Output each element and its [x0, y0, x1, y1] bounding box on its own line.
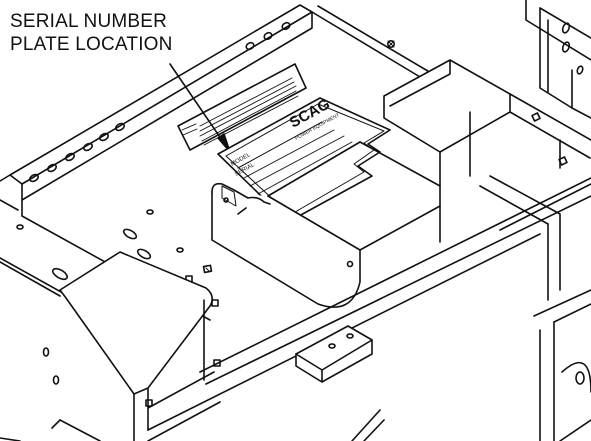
- bottom-left-parts: [0, 409, 385, 441]
- serial-number-callout: SERIAL NUMBER PLATE LOCATION: [10, 10, 173, 56]
- center-channel: [383, 59, 591, 301]
- clip-bracket: [295, 325, 373, 383]
- callout-leader-arrow: [169, 63, 231, 153]
- callout-line-1: SERIAL NUMBER: [10, 11, 168, 32]
- lower-right-frame: [533, 289, 591, 441]
- front-bracket: [211, 141, 441, 308]
- callout-line-2: PLATE LOCATION: [10, 34, 173, 55]
- left-lower-panel: [0, 251, 221, 441]
